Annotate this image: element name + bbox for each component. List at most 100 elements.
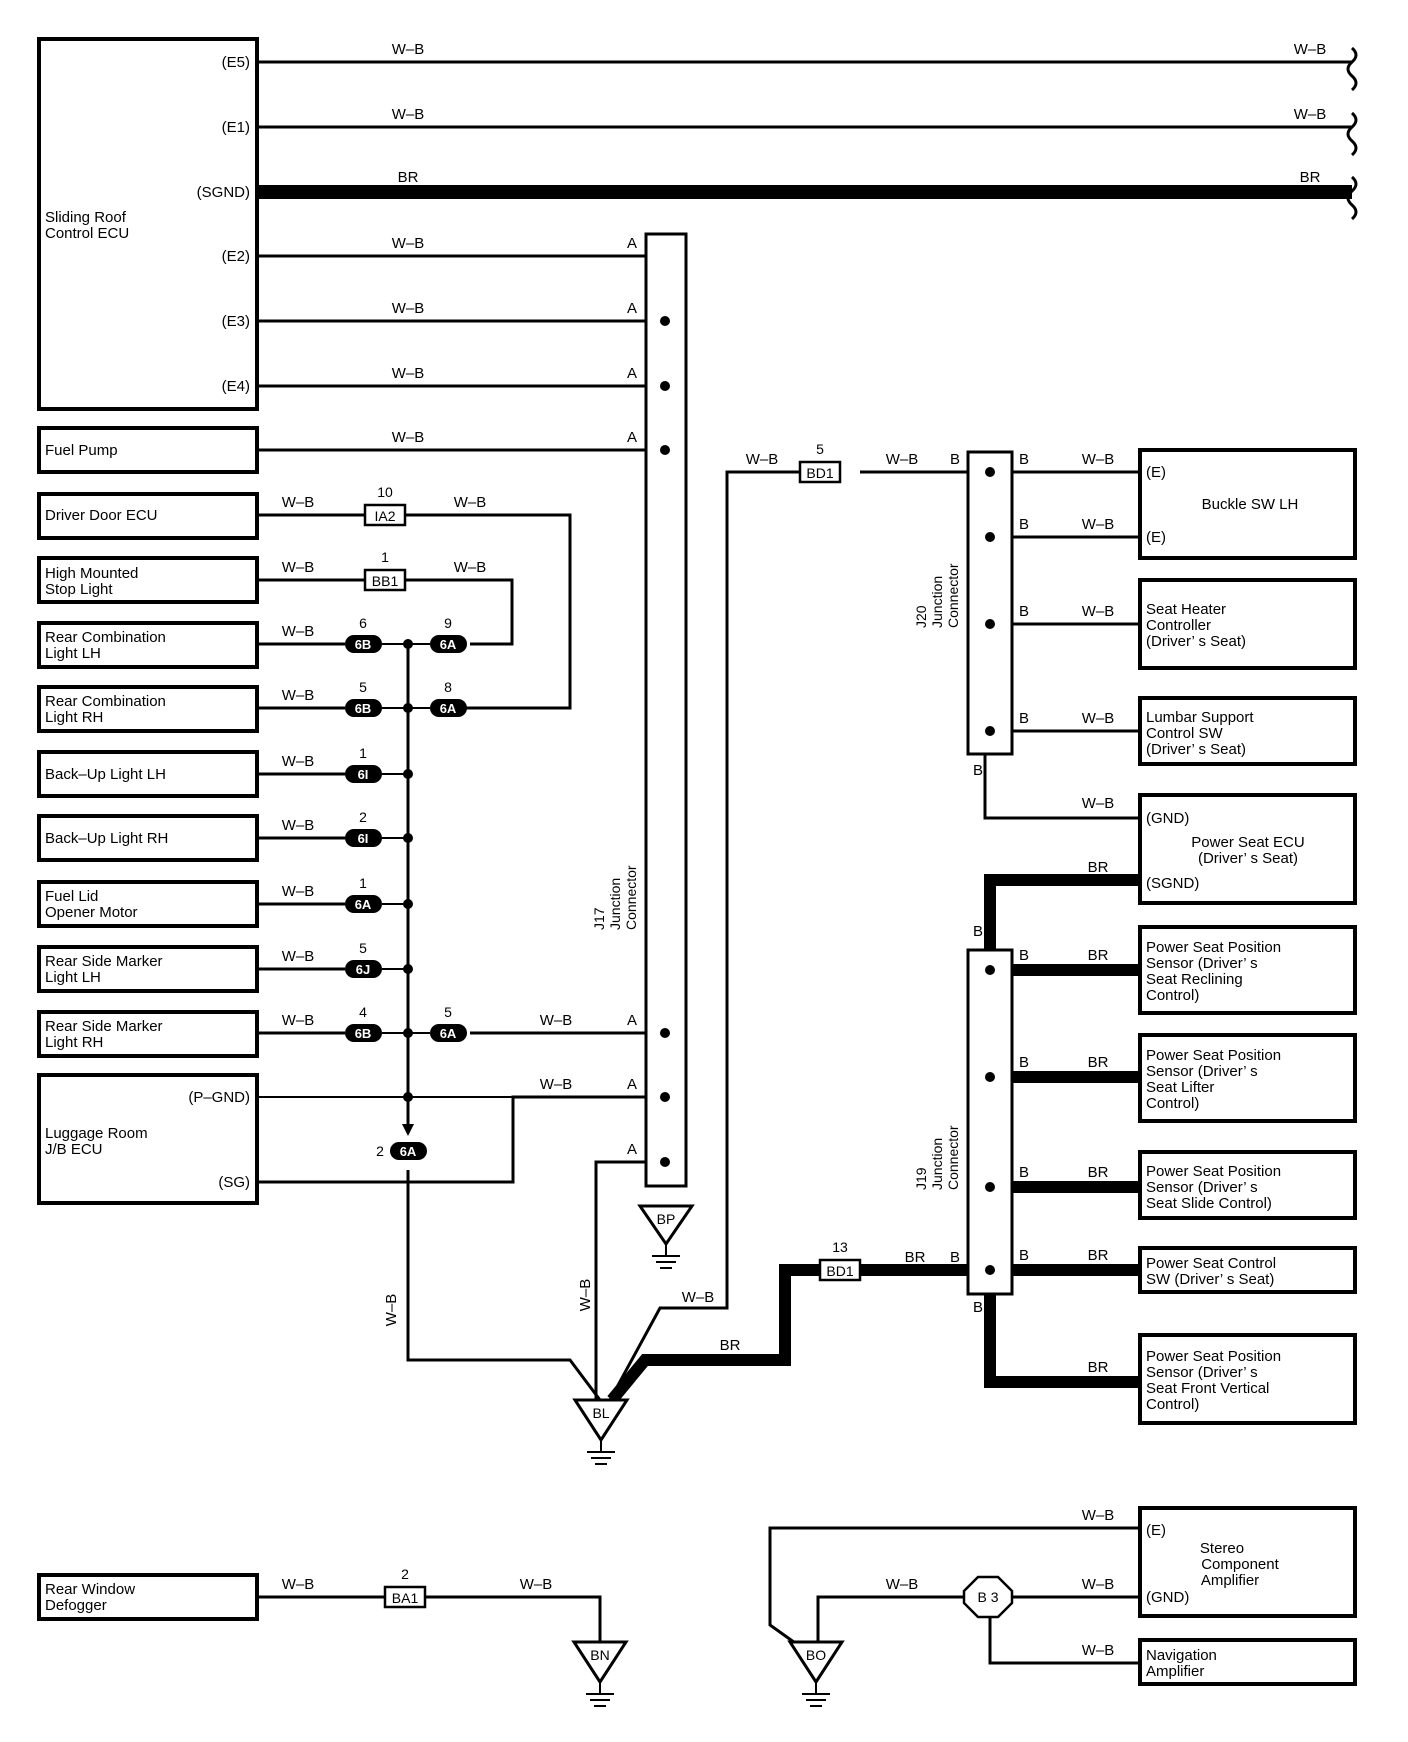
wire-label: BR [1088,1247,1109,1264]
wire-label: W–B [520,1576,553,1593]
luggage-label-2: J/B ECU [45,1141,103,1158]
pos-slide-label-1: Power Seat Position [1146,1163,1281,1180]
pos-lifter-label-4: Control) [1146,1095,1199,1112]
pin-e4: (E4) [222,378,250,395]
ctrl-sw-label-1: Power Seat Control [1146,1255,1276,1272]
side-marker-rh-label-2: Light RH [45,1034,103,1051]
rear-comb-rh-label-2: Light RH [45,709,103,726]
wire-label: W–B [282,817,315,834]
wire-label: W–B [1082,516,1115,533]
wire-label: B [1019,1164,1029,1181]
connector-bd1-top [798,460,842,484]
pos-front-label-2: Sensor (Driver’ s [1146,1364,1258,1381]
rear-comb-lh-label-1: Rear Combination [45,629,166,646]
j19-junction-connector [966,948,1014,1296]
wire-label: W–B [1082,603,1115,620]
wire-label: W–B [746,451,779,468]
wire-label: W–B [1294,41,1327,58]
wire-label: BR [1088,1164,1109,1181]
wire-color-labels: W–B W–B W–B W–B BR BR W–B W–B W–B W–B A … [282,41,1327,1659]
buckle-sw-lh-box [1138,448,1357,560]
pos-slide-label-3: Seat Slide Control) [1146,1195,1272,1212]
pos-sensor-reclining-box [1138,925,1357,1015]
ground-bp-label: BP [657,1211,676,1227]
c6a-9-pin: 9 [444,615,452,631]
c6b-5-pin: 5 [359,679,367,695]
pin-pgnd: (P–GND) [188,1089,250,1106]
j17-id: J17 [591,907,607,930]
c6b-6-code: 6B [355,637,372,652]
grounds: BP BL BN BO [571,1204,845,1707]
c6a-1-pin: 1 [359,875,367,891]
wire-label: W–B [1082,795,1115,812]
power-seat-ecu-label-2: (Driver’ s Seat) [1198,850,1298,867]
splice-points [403,316,995,1275]
stereo-label-3: Amplifier [1201,1572,1259,1589]
j17-line-1: Junction [607,878,623,930]
connector-6j-5 [345,960,382,978]
ba1-pin: 2 [401,1566,409,1582]
lumbar-label-3: (Driver’ s Seat) [1146,741,1246,758]
pos-recline-label-4: Control) [1146,987,1199,1004]
c6a-2-code: 6A [400,1144,417,1159]
bd1-bottom-code: BD1 [826,1263,853,1279]
pin-sgnd: (SGND) [197,184,250,201]
wire-label: W–B [282,623,315,640]
pos-lifter-label-1: Power Seat Position [1146,1047,1281,1064]
wire-label: W–B [540,1012,573,1029]
wire-label: B [950,1249,960,1266]
c6j-5-code: 6J [356,962,370,977]
wire-label: B [973,762,983,779]
rect-connectors: IA2 10 BB1 1 BD1 5 BD1 13 BA1 2 B 3 [363,441,1014,1619]
connector-6b-5 [345,699,382,717]
wire-label: W–B [282,948,315,965]
wire-label: BR [398,169,419,186]
connector-6i-1 [345,765,382,783]
wire-label: W–B [282,494,315,511]
side-marker-lh-label-2: Light LH [45,969,101,986]
ground-bo-label: BO [806,1647,826,1663]
seat-heater-controller-box [1138,578,1357,670]
bb1-pin: 1 [381,549,389,565]
nav-amp-label-1: Navigation [1146,1647,1217,1664]
backup-rh-label: Back–Up Light RH [45,830,168,847]
wire-label: B [973,923,983,940]
wire-label: B [1019,947,1029,964]
fuel-pump-box [37,426,259,474]
pin-label: A [627,1076,637,1093]
pos-front-label-4: Control) [1146,1396,1199,1413]
pos-slide-label-2: Sensor (Driver’ s [1146,1179,1258,1196]
buckle-sw-pin-2: (E) [1146,529,1166,546]
stereo-amplifier-box [1138,1506,1357,1618]
wire-label: W–B [282,1576,315,1593]
bb1-code: BB1 [372,573,399,589]
lumbar-label-2: Control SW [1146,725,1224,742]
connector-ia2 [363,503,407,527]
ground-bl-label: BL [592,1405,609,1421]
lumbar-support-sw-box [1138,696,1357,766]
pos-sensor-lifter-box [1138,1033,1357,1123]
connector-6a-9 [430,635,467,653]
j19-line-2: Connector [945,1125,961,1190]
wire-label: BR [1088,859,1109,876]
stereo-pin-gnd: (GND) [1146,1589,1189,1606]
wire-label: W–B [282,883,315,900]
pos-recline-label-1: Power Seat Position [1146,939,1281,956]
wire-label: W–B [282,559,315,576]
sliding-roof-ecu-box [37,37,259,411]
connector-6i-2 [345,829,382,847]
connector-6a-1 [345,895,382,913]
wire-label: W–B [1082,1642,1115,1659]
seat-heater-label-1: Seat Heater [1146,601,1226,618]
backup-light-lh-box [37,750,259,798]
pill-connectors: 6B 6 6A 9 6B 5 6A 8 6I 1 6I 2 6A 1 6J 5 … [345,615,467,1160]
wire-label: B [973,1299,983,1316]
defogger-label-2: Defogger [45,1597,107,1614]
pin-e3: (E3) [222,313,250,330]
wire-label: W–B [392,235,425,252]
wire-label: W–B [282,687,315,704]
pos-front-label-1: Power Seat Position [1146,1348,1281,1365]
pos-sensor-slide-box [1138,1150,1357,1220]
wire-label: B [1019,1247,1029,1264]
left-components: Sliding Roof Control ECU (E5) (E1) (SGND… [37,37,259,1621]
